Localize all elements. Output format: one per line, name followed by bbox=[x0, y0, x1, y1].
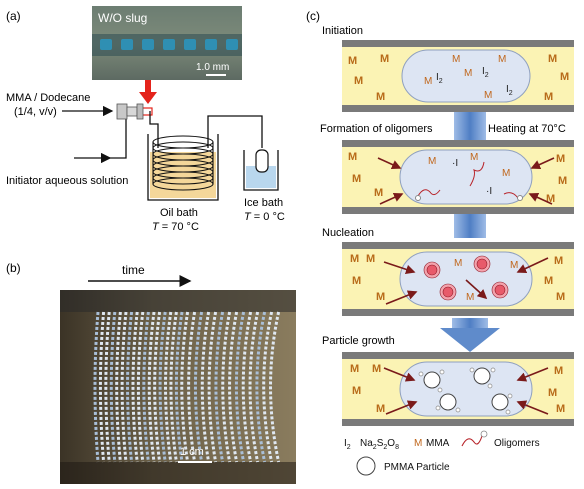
stage-nucleation: Nucleation M M M M M M M bbox=[322, 227, 574, 316]
svg-text:M: M bbox=[428, 156, 436, 167]
channel-wall-bottom bbox=[342, 419, 574, 426]
stage-particle-growth: Particle growth M M M M M M M bbox=[322, 335, 574, 426]
svg-text:M: M bbox=[484, 90, 492, 101]
coil-photo: 1 cm bbox=[60, 290, 296, 484]
legend-particle: PMMA Particle bbox=[384, 462, 450, 473]
collection-vial bbox=[256, 150, 268, 172]
svg-text:·I: ·I bbox=[452, 158, 458, 169]
oil-bath-temp-val: = 70 °C bbox=[159, 221, 199, 233]
svg-text:M: M bbox=[352, 275, 361, 287]
svg-text:·I: ·I bbox=[486, 186, 492, 197]
ice-bath: Ice bath T = 0 °C bbox=[244, 150, 285, 223]
legend-m-symbol: M bbox=[414, 438, 422, 449]
svg-text:M: M bbox=[498, 54, 506, 65]
legend-oligomer-icon bbox=[462, 436, 482, 446]
tubing bbox=[62, 111, 262, 158]
heating-note: Heating at 70°C bbox=[488, 123, 566, 135]
svg-text:M: M bbox=[374, 187, 383, 199]
svg-text:M: M bbox=[548, 387, 557, 399]
svg-text:M: M bbox=[354, 75, 363, 87]
legend-mma: MMA bbox=[426, 438, 450, 449]
oil-bath-temp: T = 70 °C bbox=[152, 221, 199, 233]
svg-text:M: M bbox=[454, 258, 462, 269]
stage-growth-title: Particle growth bbox=[322, 335, 395, 347]
svg-text:M: M bbox=[376, 403, 385, 415]
slug-scalebar-label: 1.0 mm bbox=[196, 62, 229, 73]
svg-text:M: M bbox=[558, 175, 567, 187]
legend-oligomers: Oligomers bbox=[494, 438, 540, 449]
channel-wall-top bbox=[342, 242, 574, 249]
channel-wall-top bbox=[342, 140, 574, 147]
svg-text:M: M bbox=[366, 253, 375, 265]
svg-text:M: M bbox=[348, 151, 357, 163]
svg-text:M: M bbox=[544, 91, 553, 103]
panel-b-label: (b) bbox=[6, 261, 21, 275]
slug-label: W/O slug bbox=[98, 11, 147, 25]
channel-wall-bottom bbox=[342, 309, 574, 316]
svg-text:M: M bbox=[350, 253, 359, 265]
ice-bath-temp: T = 0 °C bbox=[244, 211, 285, 223]
stage-oligomers-title: Formation of oligomers bbox=[320, 123, 433, 135]
t-junction bbox=[117, 104, 143, 119]
legend-persulfate: Na2S2O8 bbox=[360, 438, 399, 451]
panel-c: (c) Initiation M M M M M M M bbox=[306, 9, 574, 475]
svg-text:M: M bbox=[466, 292, 474, 303]
panel-a-label: (a) bbox=[6, 9, 21, 23]
oil-inlet-label-2: (1/4, v/v) bbox=[14, 106, 57, 118]
stage-initiation: Initiation M M M M M M M M M M M M bbox=[322, 25, 574, 112]
ice-bath-temp-val: = 0 °C bbox=[251, 211, 285, 223]
svg-text:M: M bbox=[554, 255, 563, 267]
slug-photo: W/O slug 1.0 mm bbox=[92, 6, 242, 80]
svg-text:M: M bbox=[464, 68, 472, 79]
aqueous-inlet-label: Initiator aqueous solution bbox=[6, 175, 128, 187]
channel-wall-bottom bbox=[342, 105, 574, 112]
svg-text:M: M bbox=[502, 168, 510, 179]
svg-text:M: M bbox=[424, 76, 432, 87]
svg-text:M: M bbox=[452, 54, 460, 65]
svg-text:M: M bbox=[556, 403, 565, 415]
coil-scalebar-label: 1 cm bbox=[180, 446, 204, 458]
legend-particle-icon bbox=[357, 457, 375, 475]
stage-nucleation-title: Nucleation bbox=[322, 227, 374, 239]
panel-c-label: (c) bbox=[306, 9, 320, 23]
legend-i2: I2 bbox=[344, 438, 351, 451]
panel-a: (a) W/O slug 1.0 mm MMA / D bbox=[6, 6, 285, 233]
channel-wall-top bbox=[342, 352, 574, 359]
svg-text:M: M bbox=[544, 275, 553, 287]
svg-text:M: M bbox=[556, 153, 565, 165]
ice-bath-label: Ice bath bbox=[244, 197, 283, 209]
svg-text:M: M bbox=[554, 365, 563, 377]
svg-text:M: M bbox=[380, 53, 389, 65]
stage-initiation-title: Initiation bbox=[322, 25, 363, 37]
svg-text:M: M bbox=[376, 91, 385, 103]
oil-bath-label: Oil bath bbox=[160, 207, 198, 219]
svg-text:M: M bbox=[556, 291, 565, 303]
oil-bath: Oil bath T = 70 °C bbox=[148, 134, 218, 233]
channel-wall-bottom bbox=[342, 207, 574, 214]
panel-b: (b) time 1 cm bbox=[6, 261, 296, 484]
svg-text:M: M bbox=[376, 291, 385, 303]
legend: I2 Na2S2O8 M MMA Oligomers PMMA Particle bbox=[344, 431, 540, 475]
svg-text:M: M bbox=[560, 71, 569, 83]
aqueous-droplet bbox=[400, 362, 532, 416]
time-label: time bbox=[122, 263, 145, 277]
svg-text:M: M bbox=[350, 363, 359, 375]
svg-text:M: M bbox=[510, 260, 518, 271]
svg-text:M: M bbox=[470, 152, 478, 163]
channel-wall-top bbox=[342, 40, 574, 47]
oil-inlet-label-1: MMA / Dodecane bbox=[6, 92, 90, 104]
svg-text:M: M bbox=[352, 385, 361, 397]
svg-text:M: M bbox=[548, 53, 557, 65]
stage-oligomers: Formation of oligomers Heating at 70°C M… bbox=[320, 123, 574, 214]
svg-text:M: M bbox=[372, 363, 381, 375]
svg-text:M: M bbox=[352, 173, 361, 185]
svg-text:M: M bbox=[348, 55, 357, 67]
